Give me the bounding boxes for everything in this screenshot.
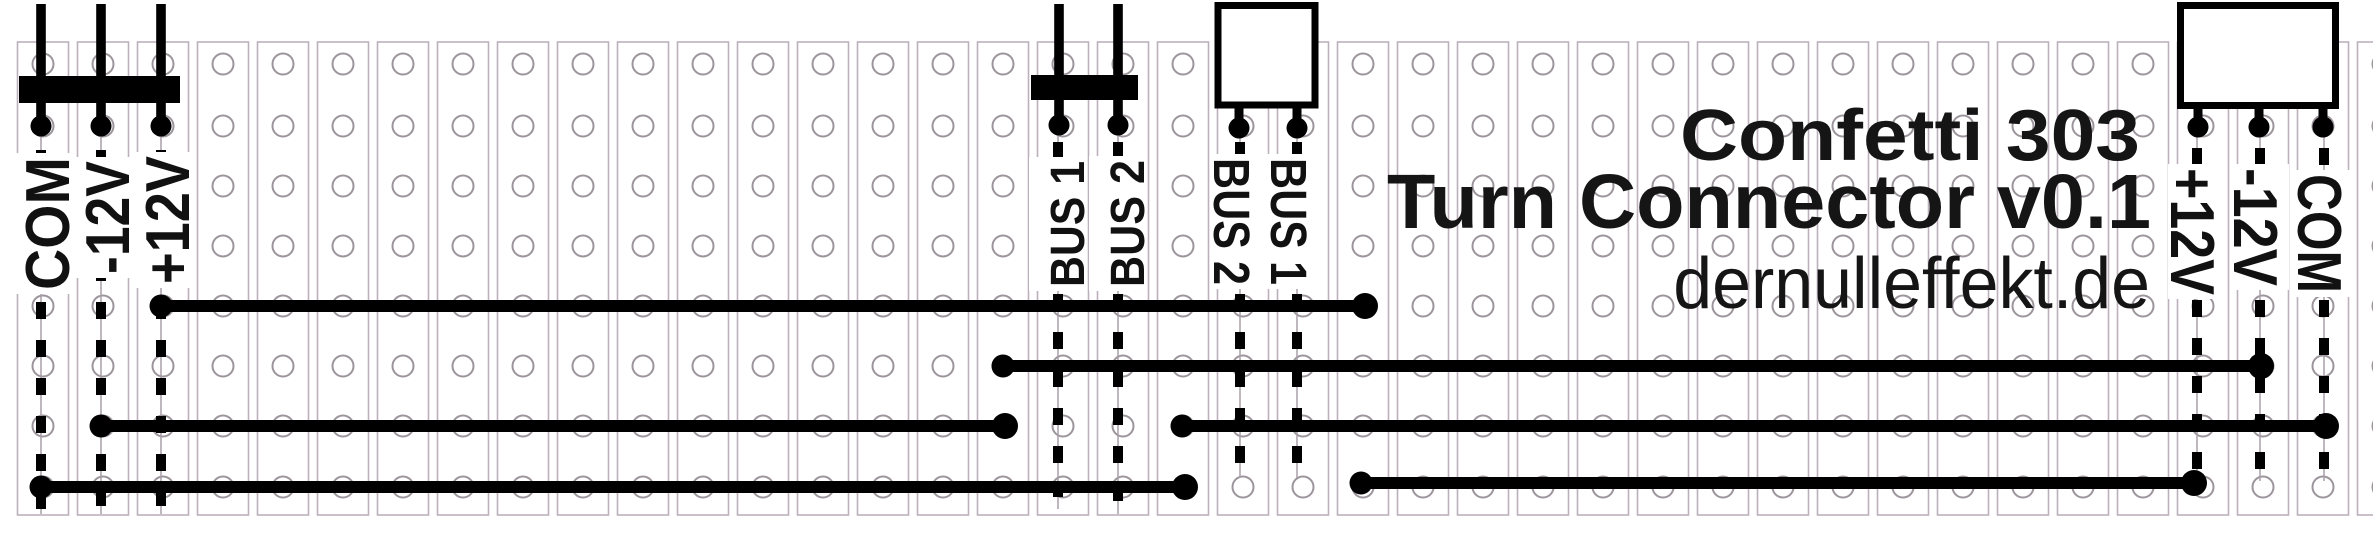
svg-text:BUS 1: BUS 1 [1041,161,1095,287]
svg-text:-12V: -12V [2220,168,2289,286]
svg-text:Turn Connector v0.1: Turn Connector v0.1 [1387,158,2151,245]
svg-text:Confetti 303: Confetti 303 [1680,96,2140,176]
svg-text:dernulleffekt.de: dernulleffekt.de [1673,244,2150,324]
svg-text:BUS 2: BUS 2 [1202,158,1259,285]
svg-text:COM: COM [13,157,83,290]
svg-text:BUS 1: BUS 1 [1259,158,1316,285]
svg-text:-12V: -12V [74,161,143,274]
svg-text:BUS 2: BUS 2 [1101,160,1155,287]
svg-text:COM: COM [2284,174,2353,293]
svg-text:+12V: +12V [2157,168,2226,295]
svg-text:+12V: +12V [134,156,203,284]
